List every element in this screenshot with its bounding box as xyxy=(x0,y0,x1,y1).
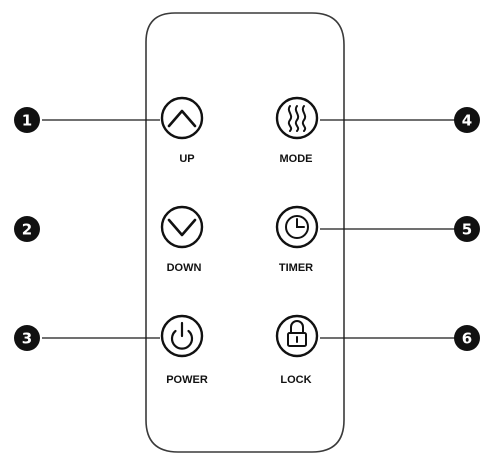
clock-icon xyxy=(285,215,309,239)
down-button[interactable] xyxy=(160,205,204,249)
padlock-icon xyxy=(287,320,307,347)
mode-button[interactable] xyxy=(275,96,319,140)
svg-text:4: 4 xyxy=(462,112,472,130)
svg-text:3: 3 xyxy=(22,330,32,348)
timer-label: TIMER xyxy=(279,262,313,274)
power-icon xyxy=(170,321,194,350)
power-label: POWER xyxy=(166,374,208,386)
callout-2: 2 xyxy=(14,216,40,242)
callout-6: 6 xyxy=(454,325,480,351)
chevron-up-icon xyxy=(167,109,197,128)
heat-waves-icon xyxy=(287,105,307,132)
power-button[interactable] xyxy=(160,314,204,358)
svg-text:1: 1 xyxy=(22,112,32,130)
timer-button[interactable] xyxy=(275,205,319,249)
callout-1: 1 xyxy=(14,107,40,133)
lock-button[interactable] xyxy=(275,314,319,358)
down-label: DOWN xyxy=(167,262,202,274)
lock-label: LOCK xyxy=(280,374,311,386)
callout-3: 3 xyxy=(14,325,40,351)
svg-text:2: 2 xyxy=(22,221,32,239)
up-label: UP xyxy=(179,153,194,165)
svg-text:6: 6 xyxy=(462,330,472,348)
panel-outline xyxy=(145,12,345,453)
up-button[interactable] xyxy=(160,96,204,140)
callout-4: 4 xyxy=(454,107,480,133)
mode-label: MODE xyxy=(280,153,313,165)
callout-5: 5 xyxy=(454,216,480,242)
svg-text:5: 5 xyxy=(462,221,472,239)
chevron-down-icon xyxy=(167,218,197,237)
